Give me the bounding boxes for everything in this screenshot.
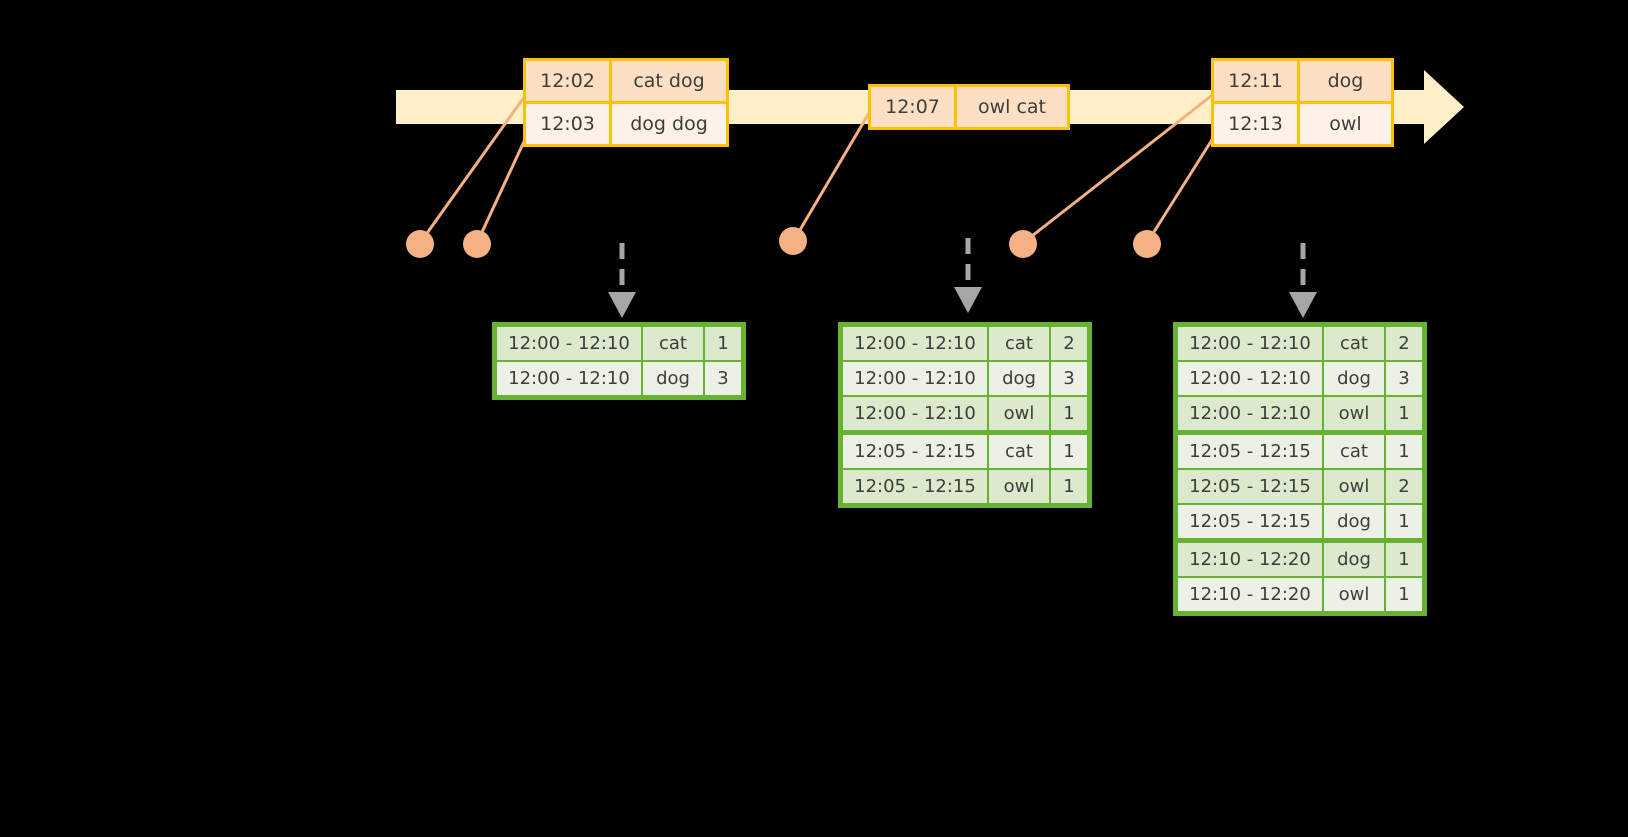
- dashed-arrows: [619, 238, 1306, 295]
- dashed-arrowhead-3: [1289, 292, 1317, 318]
- event-text: cat dog: [633, 70, 705, 92]
- word-cell: dog: [1324, 543, 1384, 576]
- timeline-event-box-1[interactable]: 12:02 cat dog 12:03 dog dog: [523, 58, 729, 147]
- event-time: 12:02: [526, 61, 612, 101]
- word-cell: owl: [989, 470, 1049, 503]
- window-cell: 12:00 - 12:10: [843, 362, 987, 395]
- count-cell: 3: [705, 362, 741, 395]
- word-cell: dog: [1324, 362, 1384, 395]
- event-time: 12:13: [1214, 104, 1300, 144]
- count-cell: 1: [1386, 397, 1422, 430]
- window-cell: 12:05 - 12:15: [1178, 505, 1322, 538]
- event-time: 12:11: [1214, 61, 1300, 101]
- count-cell: 1: [1051, 470, 1087, 503]
- connector-line-2: [475, 134, 529, 244]
- word-cell: owl: [1324, 578, 1384, 611]
- window-cell: 12:00 - 12:10: [497, 362, 641, 395]
- count-cell: 3: [1051, 362, 1087, 395]
- word-cell: cat: [1324, 327, 1384, 360]
- event-dot-2: [463, 230, 491, 258]
- dashed-arrow-heads: [608, 287, 1317, 318]
- connector-line-1: [418, 92, 529, 244]
- count-cell: 2: [1051, 327, 1087, 360]
- window-cell: 12:10 - 12:20: [1178, 543, 1322, 576]
- timeline-event-box-3[interactable]: 12:11 dog 12:13 owl: [1211, 58, 1394, 147]
- dashed-arrowhead-2: [954, 287, 982, 313]
- timeline-arrowhead: [1424, 70, 1464, 144]
- timeline-event-row[interactable]: 12:07 owl cat: [871, 87, 1067, 127]
- window-cell: 12:00 - 12:10: [1178, 397, 1322, 430]
- window-cell: 12:10 - 12:20: [1178, 578, 1322, 611]
- word-cell: owl: [989, 397, 1049, 430]
- timeline-event-row[interactable]: 12:03 dog dog: [526, 101, 726, 144]
- count-cell: 2: [1386, 327, 1422, 360]
- event-text: owl: [1329, 113, 1362, 135]
- word-cell: dog: [1324, 505, 1384, 538]
- event-time: 12:07: [871, 87, 957, 127]
- word-cell: cat: [989, 327, 1049, 360]
- window-cell: 12:00 - 12:10: [1178, 362, 1322, 395]
- count-cell: 1: [1051, 435, 1087, 468]
- timeline-event-box-2[interactable]: 12:07 owl cat: [868, 84, 1070, 130]
- count-cell: 3: [1386, 362, 1422, 395]
- connector-line-5: [1145, 134, 1217, 244]
- event-text: dog: [1327, 70, 1364, 92]
- word-cell: owl: [1324, 397, 1384, 430]
- window-cell: 12:05 - 12:15: [843, 470, 987, 503]
- event-dot-5: [1133, 230, 1161, 258]
- word-cell: cat: [643, 327, 703, 360]
- count-cell: 2: [1386, 470, 1422, 503]
- event-dots: [406, 227, 1161, 258]
- count-cell: 1: [705, 327, 741, 360]
- window-cell: 12:00 - 12:10: [1178, 327, 1322, 360]
- event-text: owl cat: [977, 96, 1047, 118]
- word-cell: cat: [989, 435, 1049, 468]
- word-cell: cat: [1324, 435, 1384, 468]
- window-cell: 12:05 - 12:15: [1178, 435, 1322, 468]
- count-cell: 1: [1386, 505, 1422, 538]
- word-cell: dog: [643, 362, 703, 395]
- word-cell: dog: [989, 362, 1049, 395]
- event-dot-1: [406, 230, 434, 258]
- timeline-event-row[interactable]: 12:13 owl: [1214, 101, 1391, 144]
- event-time: 12:03: [526, 104, 612, 144]
- event-dot-4: [1009, 230, 1037, 258]
- count-cell: 1: [1386, 543, 1422, 576]
- dashed-arrowhead-1: [608, 292, 636, 318]
- connector-line-3: [792, 107, 874, 241]
- window-cell: 12:00 - 12:10: [497, 327, 641, 360]
- event-dot-3: [779, 227, 807, 255]
- window-cell: 12:00 - 12:10: [843, 397, 987, 430]
- window-cell: 12:05 - 12:15: [843, 435, 987, 468]
- count-cell: 1: [1051, 397, 1087, 430]
- timeline-event-row[interactable]: 12:11 dog: [1214, 61, 1391, 101]
- window-cell: 12:00 - 12:10: [843, 327, 987, 360]
- window-cell: 12:05 - 12:15: [1178, 470, 1322, 503]
- count-cell: 1: [1386, 435, 1422, 468]
- word-cell: owl: [1324, 470, 1384, 503]
- count-cell: 1: [1386, 578, 1422, 611]
- timeline-event-row[interactable]: 12:02 cat dog: [526, 61, 726, 101]
- event-text: dog dog: [630, 113, 708, 135]
